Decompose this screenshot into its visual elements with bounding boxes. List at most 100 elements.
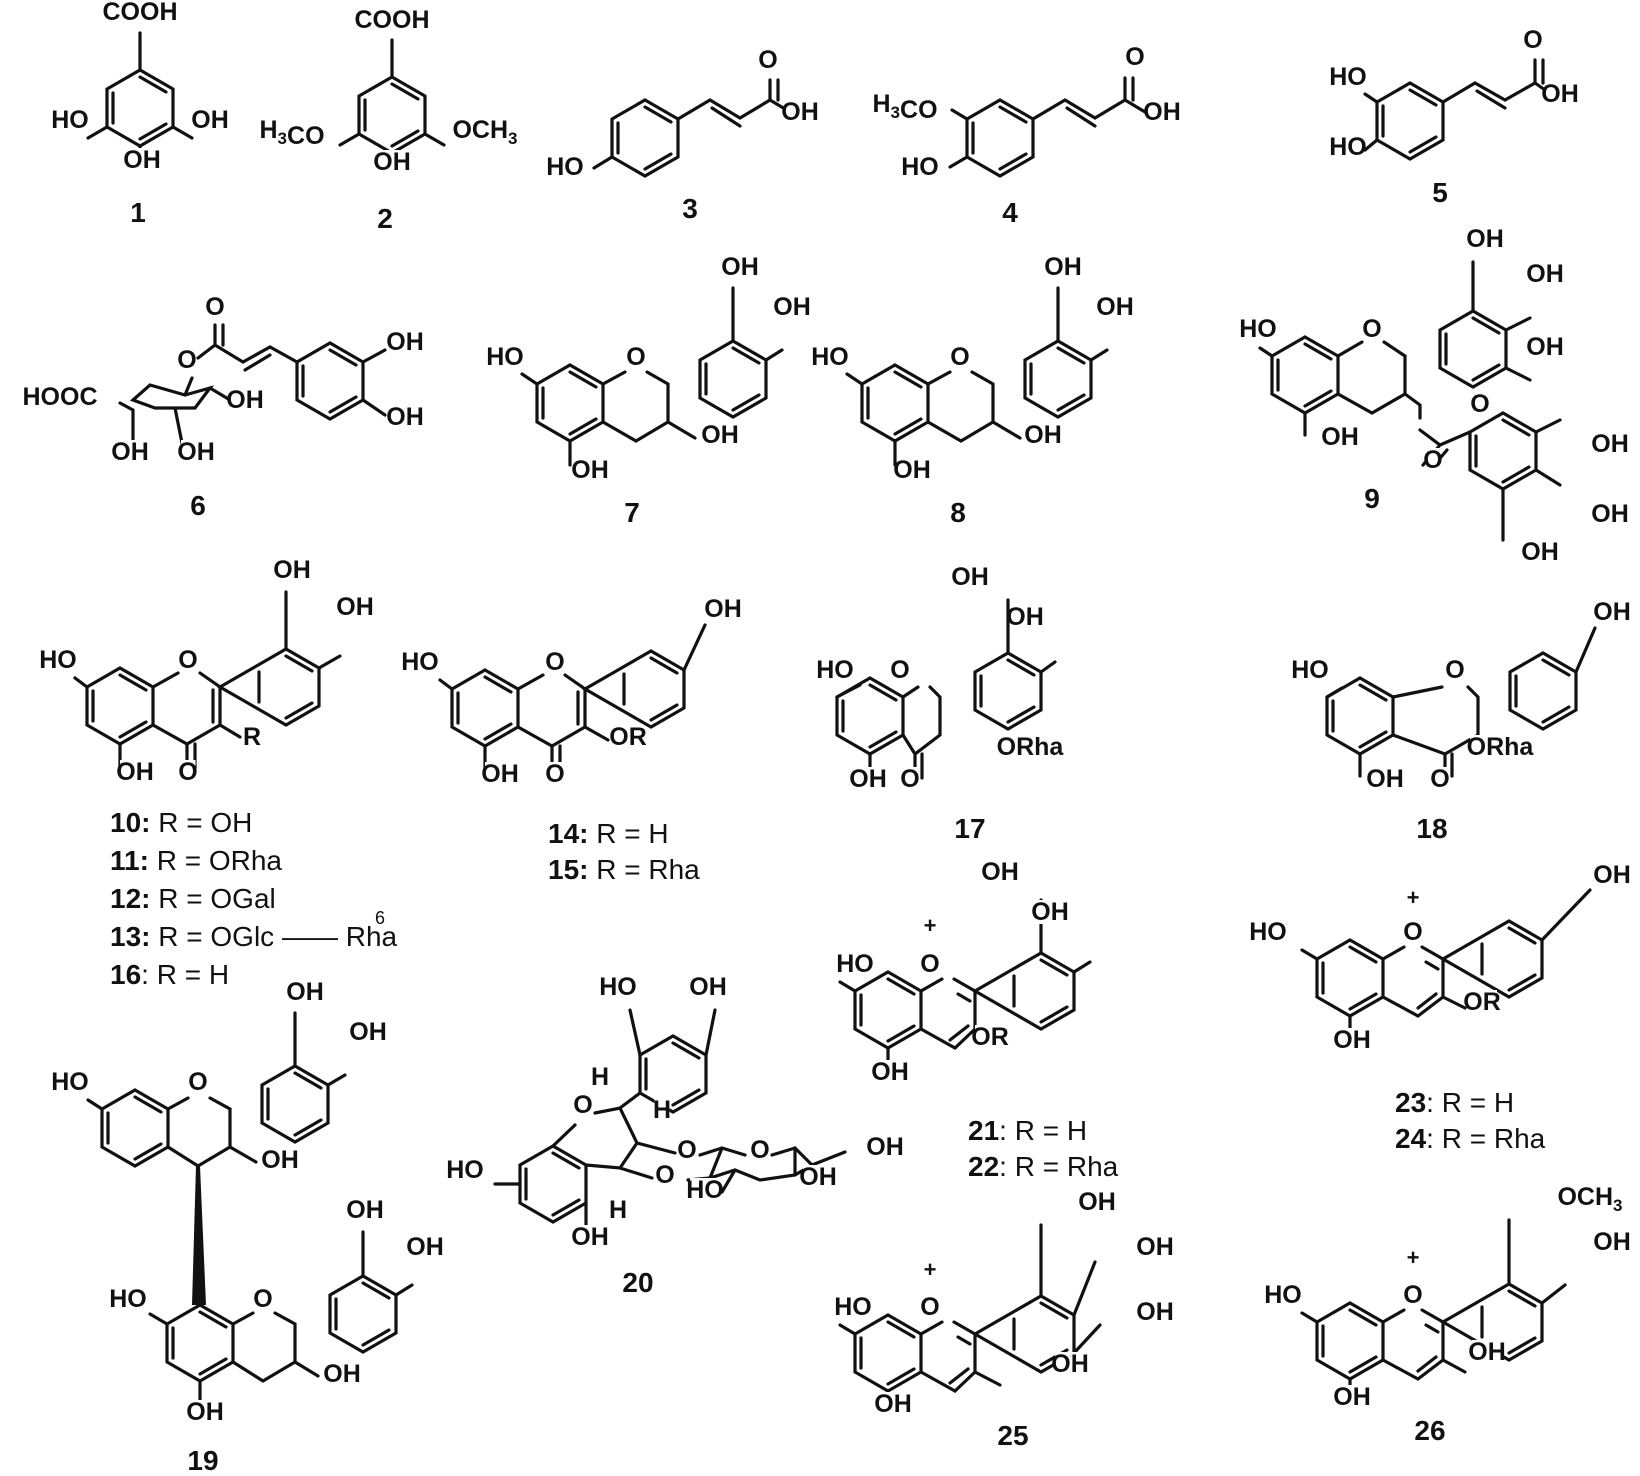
atom-label-mask [878, 1392, 908, 1416]
atom-label: R [243, 723, 261, 751]
compound-number-4: 4 [1002, 197, 1018, 228]
atom-label-mask [180, 648, 196, 672]
atom-label-mask [603, 975, 633, 999]
atom-label: OH [336, 593, 374, 621]
atom-label: OH [571, 1223, 609, 1251]
atom-label: OH [261, 1146, 299, 1174]
atom-label-mask [1447, 658, 1463, 682]
atom-label: HO [39, 646, 77, 674]
atom-label: O [750, 1136, 769, 1164]
atom-label: OH [286, 978, 324, 1006]
atom-label: OH [1593, 1228, 1631, 1256]
atom-label: HO [599, 973, 637, 1001]
atom-label-mask [1295, 658, 1325, 682]
atom-label-mask [190, 1070, 206, 1094]
structure-1-bonds [86, 31, 194, 160]
r-group-definition-15: 15: R = Rha [548, 854, 700, 885]
atom-label-mask [340, 595, 370, 619]
atom-label-mask [575, 1093, 591, 1117]
atom-label: HO [1329, 133, 1367, 161]
atom-label-mask [657, 1163, 673, 1187]
compound-number: 15: [548, 854, 588, 885]
link-position-label: 6 [375, 908, 385, 928]
atom-label-mask [752, 1138, 768, 1162]
atom-label: O [253, 1285, 272, 1313]
atom-label: O [573, 1091, 592, 1119]
positive-charge-mark: + [1407, 1245, 1420, 1270]
atom-label: O [1430, 765, 1449, 793]
atom-label: OH [1468, 1338, 1506, 1366]
atom-label: OH [981, 858, 1019, 886]
atom-label-mask [195, 108, 225, 132]
compound-number-6: 6 [190, 490, 206, 521]
atom-label-mask [592, 1065, 608, 1089]
atom-label: OH [386, 403, 424, 431]
atom-label-mask [410, 1235, 440, 1259]
atom-label: OH [186, 1398, 224, 1426]
atom-label: OH [373, 148, 411, 176]
compound-number: 21 [968, 1115, 999, 1146]
atom-label-mask [902, 767, 918, 791]
structure-8-bonds [845, 286, 1109, 467]
r-group-value: R = OGal [150, 883, 275, 914]
atom-label-mask [490, 345, 520, 369]
atom-label-mask [955, 565, 985, 589]
atom-label-mask [485, 762, 515, 786]
atom-label-mask [265, 1148, 295, 1172]
atom-label: OH [721, 253, 759, 281]
atom-label-mask [181, 440, 211, 464]
atom-label: O [900, 765, 919, 793]
atom-label-mask [1140, 1300, 1170, 1324]
r-group-value: R = H [588, 818, 668, 849]
atom-label: HO [811, 343, 849, 371]
atom-label-mask [390, 330, 420, 354]
atom-label: HOOC [23, 383, 98, 411]
r-group-value: : R = Rha [999, 1151, 1118, 1182]
atom-label: COOH [103, 0, 178, 26]
atom-label: O [178, 646, 197, 674]
atom-label: OH [273, 556, 311, 584]
atom-label-mask [1470, 227, 1500, 251]
atom-label-mask [1405, 920, 1421, 944]
atom-label-mask [255, 1287, 271, 1311]
atom-label: OH [781, 98, 819, 126]
atom-label: OH [1591, 500, 1629, 528]
atom-label: HO [834, 1293, 872, 1321]
atom-label: HO [401, 648, 439, 676]
atom-label: OH [1541, 80, 1579, 108]
atom-label: HO [1249, 918, 1287, 946]
atom-label-mask [1560, 1185, 1620, 1209]
atom-label: HO [1291, 656, 1329, 684]
atom-label-mask [547, 650, 563, 674]
atom-label: OH [849, 765, 887, 793]
atom-label: O [1403, 1281, 1422, 1309]
atom-label-mask [1035, 900, 1065, 924]
r-group-definition-10: 10: R = OH [110, 807, 252, 838]
atom-label-mask [575, 1225, 605, 1249]
atom-label: O [677, 1136, 696, 1164]
atom-label-mask [1337, 1385, 1367, 1409]
atom-label: O [1423, 446, 1442, 474]
atom-label: OH [1526, 260, 1564, 288]
atom-label: OR [971, 1023, 1009, 1051]
r-group-definition-11: 11: R = ORha [110, 845, 282, 876]
atom-label-mask [905, 155, 935, 179]
atom-label-mask [1530, 262, 1560, 286]
atom-label: OH [773, 293, 811, 321]
atom-label-mask [870, 1135, 900, 1159]
r-group-definition-22: 22: R = Rha [968, 1151, 1119, 1182]
atom-label: O [758, 46, 777, 74]
atom-label-mask [1325, 425, 1355, 449]
atom-label-mask [690, 1178, 720, 1202]
compound-number-7: 7 [624, 497, 640, 528]
atom-label: O [920, 950, 939, 978]
atom-label-mask [1597, 600, 1627, 624]
structure-26-bonds [1300, 1218, 1567, 1397]
r-group-definition-23: 23: R = H [1395, 1087, 1514, 1118]
atom-label-mask [230, 388, 260, 412]
atom-label-mask [1525, 540, 1555, 564]
atom-label-mask [679, 1138, 695, 1162]
compound-number-17: 17 [954, 813, 985, 844]
compound-number-18: 18 [1416, 813, 1447, 844]
